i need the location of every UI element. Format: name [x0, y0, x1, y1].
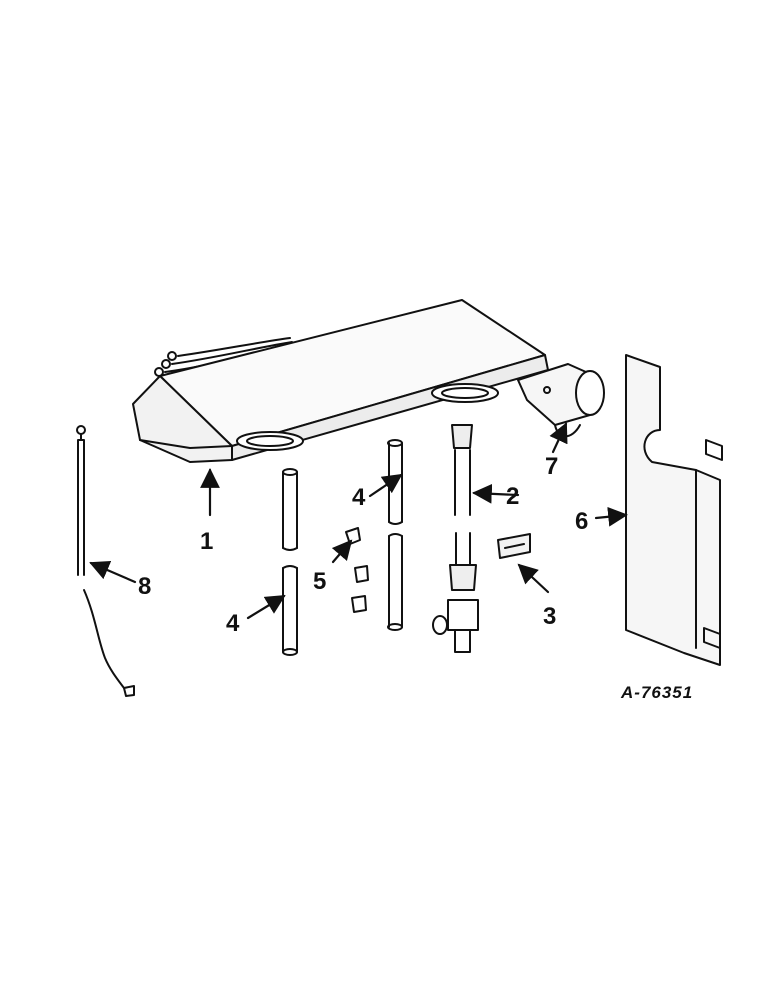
heater-housing [132, 299, 549, 463]
callout-7: 7 [545, 453, 559, 480]
callout-1: 1 [200, 528, 214, 555]
bracket-part [517, 363, 605, 438]
callout-4-lower: 4 [226, 610, 240, 637]
callout-5: 5 [313, 568, 327, 595]
callout-arrows [89, 422, 628, 620]
strap-clip [497, 533, 531, 559]
callout-2: 2 [506, 483, 520, 510]
figure-code: A-76351 [621, 683, 694, 702]
cable-part [76, 425, 135, 697]
callout-8: 8 [138, 573, 152, 600]
cover-panel [625, 354, 723, 666]
callout-6: 6 [575, 508, 589, 535]
hose-left [282, 468, 298, 656]
valve-hose-assembly [432, 424, 479, 653]
clip-set [345, 527, 369, 613]
callout-4-upper: 4 [352, 484, 366, 511]
hose-middle [387, 439, 403, 631]
callout-3: 3 [543, 603, 557, 630]
